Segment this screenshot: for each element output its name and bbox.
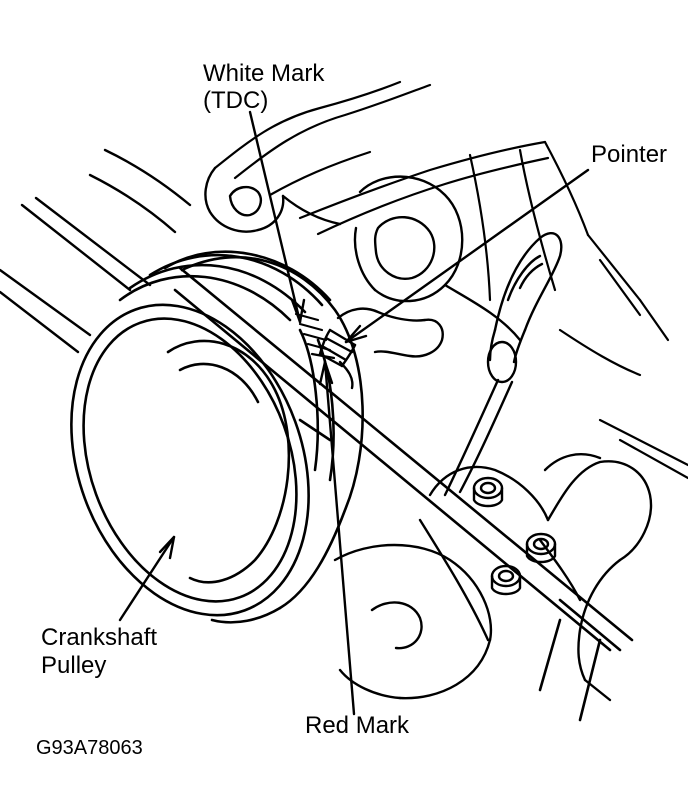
mount-boss <box>204 166 342 233</box>
white-mark-label: White Mark <box>203 60 325 87</box>
pulley-label: Pulley <box>41 652 107 679</box>
leader-crankshaft-pulley <box>118 535 176 622</box>
bolt-upper <box>472 476 504 508</box>
hanger-strap <box>443 232 563 497</box>
bolt-lower <box>490 564 522 596</box>
lower-idler-pulley <box>333 543 493 700</box>
pump-boss <box>353 175 522 342</box>
crankshaft-pulley <box>70 250 364 624</box>
leader-red-mark <box>318 360 356 716</box>
figure-code: G93A78063 <box>36 737 143 759</box>
drive-belt <box>173 266 634 722</box>
pointer-label: Pointer <box>591 141 668 168</box>
white-mark-tdc-label: (TDC) <box>203 87 269 114</box>
bolt-middle <box>525 532 557 564</box>
frame-lines <box>0 148 192 354</box>
red-mark-label: Red Mark <box>305 712 410 739</box>
lower-bracket <box>418 453 653 702</box>
leader-white-mark <box>248 110 306 324</box>
crankshaft-label: Crankshaft <box>41 624 158 651</box>
pointer-bracket <box>318 307 444 390</box>
timing-marks <box>294 312 336 360</box>
leader-pointer <box>344 168 590 344</box>
